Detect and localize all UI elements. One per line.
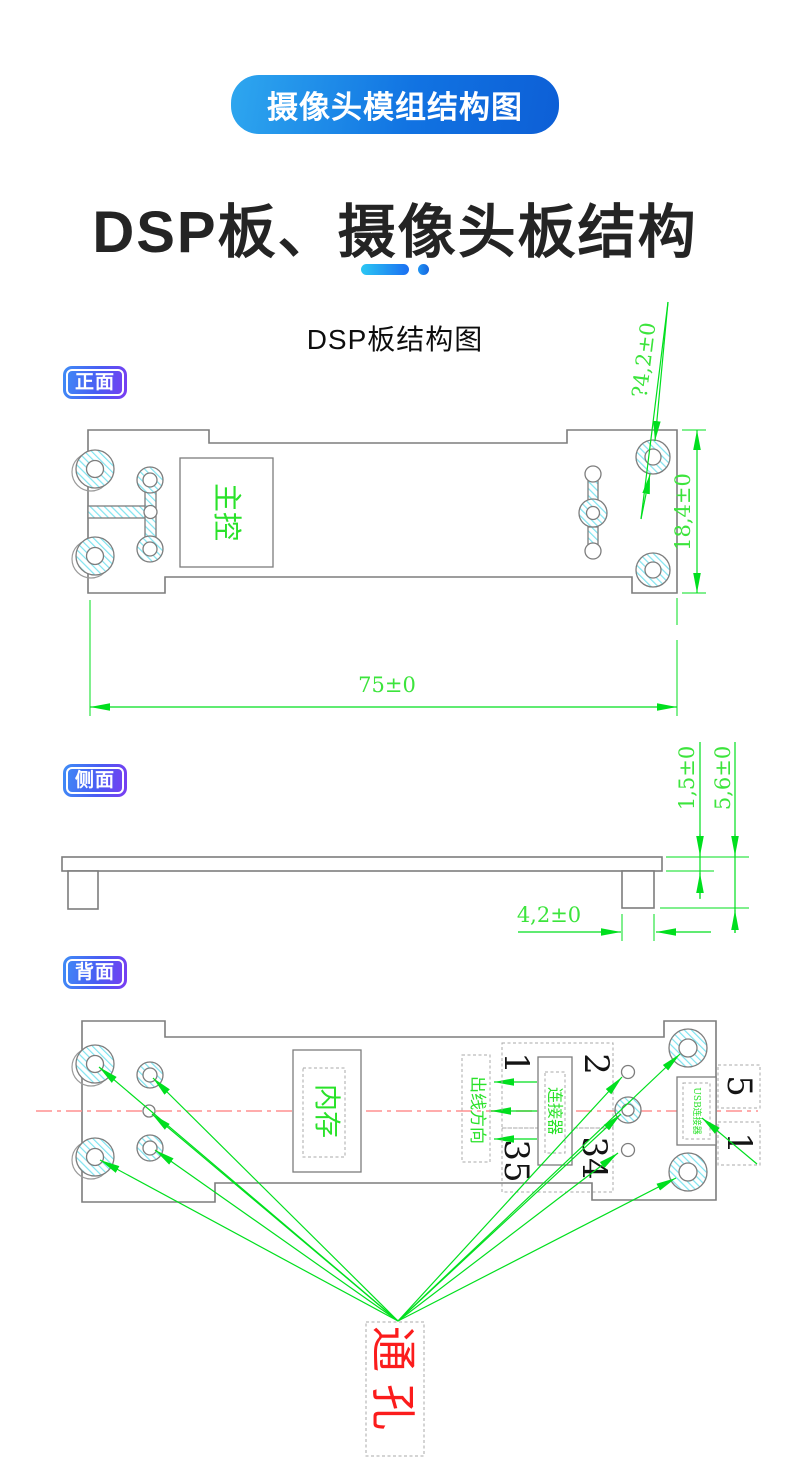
front-center-pad xyxy=(578,498,608,528)
side-dim-thickness: 1,5±0 xyxy=(666,742,749,899)
through-hole-box xyxy=(365,1321,425,1457)
header-badge: 摄像头模组结构图 xyxy=(231,75,559,134)
wire-direction-box xyxy=(461,1054,491,1163)
side-dim-leg-width: 4,2±0 xyxy=(517,903,711,941)
through-hole-callout: 通孔 xyxy=(98,1053,681,1457)
pin-1-label: 1 xyxy=(496,1052,536,1074)
front-view-label-text: 正面 xyxy=(66,369,125,396)
back-pad-bottom xyxy=(136,1134,164,1162)
front-pad-top xyxy=(136,466,164,494)
connector-label: 连接器 xyxy=(546,1087,565,1135)
side-view: 1,5±0 5,6±0 4,2±0 xyxy=(61,742,749,941)
front-hole-top-right xyxy=(635,439,671,475)
usb-connector-label: USB连接器 xyxy=(691,1087,703,1134)
front-pad-bottom xyxy=(136,535,164,563)
back-small-hole-top xyxy=(620,1064,636,1080)
back-view: 内存 出线方向 连接器 1 2 35 34 xyxy=(36,1020,761,1457)
page-title: DSP板、摄像头板结构 xyxy=(92,199,698,265)
side-dim-total-height: 5,6±0 xyxy=(660,742,749,933)
side-board xyxy=(61,856,663,872)
usb-pin5-box xyxy=(717,1064,761,1109)
usb-pin-1-label: 1 xyxy=(719,1132,759,1154)
front-dim-height-text: 18,4±0 xyxy=(671,473,695,551)
side-leg-left xyxy=(67,870,99,910)
side-dim-leg-width-text: 4,2±0 xyxy=(517,903,581,927)
memory-chip xyxy=(292,1049,362,1173)
pin-34-label: 34 xyxy=(574,1136,614,1179)
back-hole-top-right xyxy=(668,1028,708,1068)
pin-2-label: 2 xyxy=(576,1053,616,1075)
side-dim-total-height-text: 5,6±0 xyxy=(711,746,735,810)
front-dim-hole-diameter: ?4,2±0 xyxy=(627,301,669,520)
back-view-label-text: 背面 xyxy=(66,959,125,986)
front-hole-bottom-right xyxy=(635,552,671,588)
back-hole-bottom-left xyxy=(75,1137,115,1177)
back-center-pad xyxy=(614,1096,642,1124)
front-dim-width-text: 75±0 xyxy=(358,673,416,697)
front-view-label: 正面 xyxy=(63,366,128,399)
front-pad-center-hole xyxy=(143,504,158,520)
divider-bar xyxy=(361,264,409,275)
front-view: 主控 ?4,2±0 18 xyxy=(71,301,706,716)
side-leg-right xyxy=(621,870,655,909)
divider-dot xyxy=(418,264,429,275)
side-dim-thickness-text: 1,5±0 xyxy=(675,746,699,810)
through-hole-label: 通孔 xyxy=(366,1326,420,1442)
wire-direction-label: 出线方向 xyxy=(467,1076,487,1144)
back-hole-top-left xyxy=(75,1044,115,1084)
front-dim-hole-text: ?4,2±0 xyxy=(627,321,660,399)
front-hole-bottom-left xyxy=(75,536,115,576)
pin-35-label: 35 xyxy=(496,1139,536,1182)
front-dim-height: 18,4±0 xyxy=(671,429,706,625)
memory-label: 内存 xyxy=(311,1084,342,1138)
connector-region-top xyxy=(501,1042,614,1129)
front-dim-width: 75±0 xyxy=(89,600,678,716)
back-small-hole-bottom xyxy=(620,1142,636,1158)
mcu-label: 主控 xyxy=(210,483,244,541)
title-divider xyxy=(0,264,790,275)
front-pad-bar-horizontal xyxy=(87,505,147,519)
connector xyxy=(537,1056,573,1166)
back-hole-bottom-right xyxy=(668,1152,708,1192)
mcu-chip xyxy=(179,457,274,568)
section-subtitle: DSP板结构图 xyxy=(306,324,484,355)
side-view-label-text: 侧面 xyxy=(66,767,125,794)
back-view-label: 背面 xyxy=(63,956,128,989)
usb-pin1-box xyxy=(717,1121,761,1166)
side-view-label: 侧面 xyxy=(63,764,128,797)
front-hole-top-left xyxy=(75,449,115,489)
usb-pin-5-label: 5 xyxy=(719,1075,759,1097)
